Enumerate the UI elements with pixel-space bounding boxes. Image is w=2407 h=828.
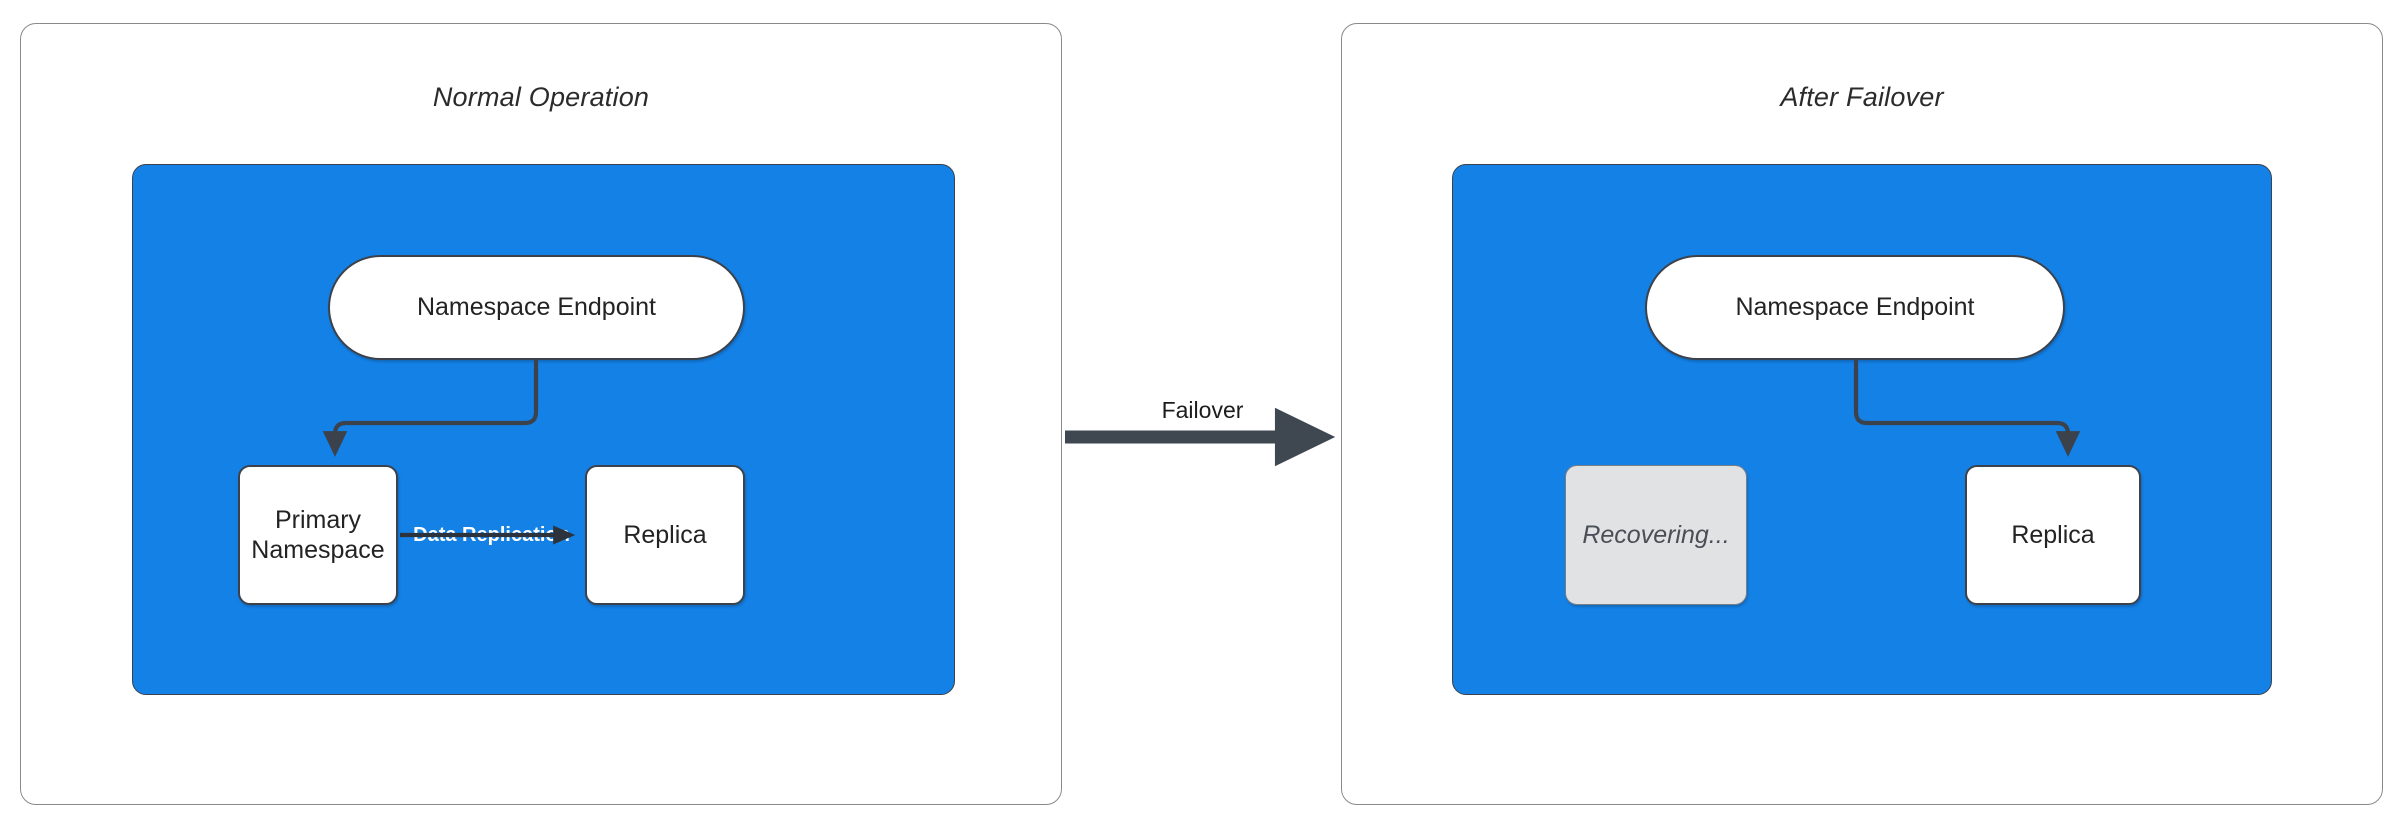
node-recovering[interactable]: Recovering... [1565,465,1747,605]
node-label: Namespace Endpoint [416,293,657,322]
panel-title-normal-operation: Normal Operation [432,82,650,112]
node-replica-failover[interactable]: Replica [1965,465,2141,605]
edge-label-failover: Failover [1161,397,1244,423]
edge-label-data-replication: Data Replication [413,524,570,546]
blue-region-normal-operation [132,164,955,695]
node-label: Primary Namespace [251,505,384,566]
node-replica-normal[interactable]: Replica [585,465,745,605]
node-label-line2: Namespace [251,536,385,564]
node-primary-namespace[interactable]: Primary Namespace [238,465,398,605]
node-label: Namespace Endpoint [1735,293,1975,322]
node-namespace-endpoint-failover[interactable]: Namespace Endpoint [1645,255,2065,360]
node-label: Replica [623,520,707,549]
blue-region-after-failover [1452,164,2272,695]
node-label: Recovering... [1582,520,1730,549]
node-namespace-endpoint-normal[interactable]: Namespace Endpoint [328,255,745,360]
panel-title-after-failover: After Failover [1780,82,1944,112]
node-label-line1: Primary [274,505,362,534]
node-label: Replica [2011,520,2095,549]
